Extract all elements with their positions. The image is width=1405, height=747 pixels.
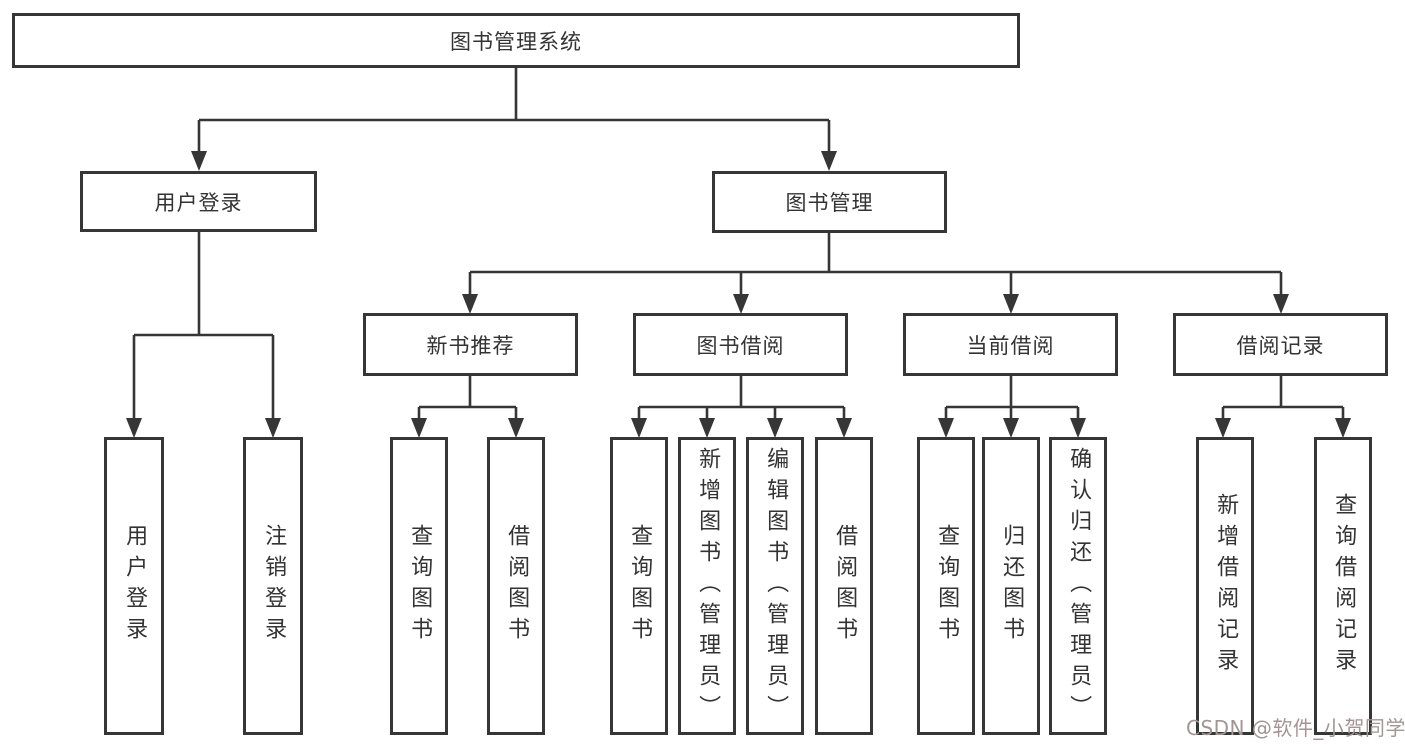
leaf-confirm-return-admin: 确认归还（管理员） xyxy=(1049,437,1107,735)
leaf-edit-books-admin-label: 编辑图书（管理员） xyxy=(763,446,789,726)
leaf-borrow-books-label: 借阅图书 xyxy=(832,524,858,648)
leaf-user-login: 用户登录 xyxy=(104,437,164,735)
node-book-management-label: 图书管理 xyxy=(785,191,874,215)
node-book-management: 图书管理 xyxy=(712,171,947,233)
leaf-user-login-label: 用户登录 xyxy=(122,524,148,648)
leaf-query-books-borrowing: 查询图书 xyxy=(610,437,668,735)
leaf-edit-books-admin: 编辑图书（管理员） xyxy=(746,437,804,735)
leaf-query-books-current-label: 查询图书 xyxy=(934,524,960,648)
leaf-borrow-books: 借阅图书 xyxy=(815,437,873,735)
node-user-login: 用户登录 xyxy=(80,171,317,232)
leaf-add-books-admin-label: 新增图书（管理员） xyxy=(695,446,721,726)
leaf-logout: 注销登录 xyxy=(243,437,303,735)
node-user-login-label: 用户登录 xyxy=(154,190,243,215)
node-book-borrowing-label: 图书借阅 xyxy=(696,333,785,358)
node-root-label: 图书管理系统 xyxy=(450,29,582,54)
node-new-book-recommend: 新书推荐 xyxy=(363,313,578,376)
leaf-return-books-label: 归还图书 xyxy=(999,524,1025,648)
node-borrowing-records-label: 借阅记录 xyxy=(1236,333,1325,358)
leaf-query-borrow-record-label: 查询借阅记录 xyxy=(1331,493,1357,679)
leaf-query-borrow-record: 查询借阅记录 xyxy=(1314,437,1372,735)
csdn-watermark: CSDN @软件_小贺同学 xyxy=(1186,716,1405,740)
leaf-add-borrow-record-label: 新增借阅记录 xyxy=(1213,493,1239,679)
leaf-borrow-books-recommend: 借阅图书 xyxy=(487,437,545,735)
leaf-query-books-current: 查询图书 xyxy=(917,437,975,735)
node-current-borrowing: 当前借阅 xyxy=(903,313,1118,376)
leaf-add-borrow-record: 新增借阅记录 xyxy=(1196,437,1254,735)
node-root-system: 图书管理系统 xyxy=(12,13,1020,68)
node-borrowing-records: 借阅记录 xyxy=(1173,313,1388,376)
leaf-borrow-books-recommend-label: 借阅图书 xyxy=(504,524,530,648)
node-book-borrowing: 图书借阅 xyxy=(633,313,848,376)
leaf-query-books-borrowing-label: 查询图书 xyxy=(627,524,653,648)
leaf-return-books: 归还图书 xyxy=(982,437,1040,735)
leaf-confirm-return-admin-label: 确认归还（管理员） xyxy=(1066,446,1092,726)
leaf-logout-label: 注销登录 xyxy=(261,524,287,648)
leaf-add-books-admin: 新增图书（管理员） xyxy=(678,437,736,735)
node-new-book-recommend-label: 新书推荐 xyxy=(426,333,515,358)
node-current-borrowing-label: 当前借阅 xyxy=(966,333,1055,358)
leaf-query-books-recommend-label: 查询图书 xyxy=(407,524,433,648)
leaf-query-books-recommend: 查询图书 xyxy=(390,437,448,735)
